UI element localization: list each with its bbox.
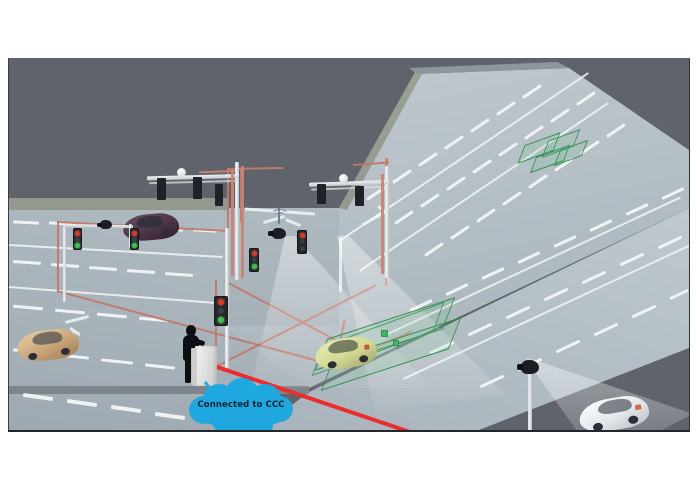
detection-zone-marker xyxy=(393,340,399,346)
detection-zones xyxy=(9,58,689,430)
lamp-red xyxy=(218,299,224,306)
lamp-amber xyxy=(251,257,257,263)
controller-cabinet-side xyxy=(191,348,197,386)
camera-center[interactable] xyxy=(272,228,286,239)
signal-box-gantry-north-1 xyxy=(157,178,166,200)
lamp-red xyxy=(251,250,257,256)
conduit-segment xyxy=(385,274,387,286)
conduit-riser-gantry-north xyxy=(241,166,244,278)
antenna xyxy=(269,206,289,224)
signal-assembly-northwest xyxy=(9,58,689,430)
signal-nw-far[interactable] xyxy=(130,228,139,250)
lamp-green xyxy=(75,242,80,248)
curb-south xyxy=(9,386,309,394)
signal-center-east[interactable] xyxy=(297,230,307,254)
lamp-amber xyxy=(132,236,137,242)
conduit-segment xyxy=(240,168,242,222)
antenna-wave xyxy=(271,209,289,223)
cloud-puff xyxy=(239,416,273,430)
lamp-amber xyxy=(218,307,224,314)
traffic-intersection-diagram: Connected to CCC xyxy=(8,58,690,432)
gantry-north-lamp xyxy=(177,168,186,177)
gantry-north-mast xyxy=(235,162,239,280)
antenna-tip xyxy=(278,207,280,212)
gantry-northeast-mast xyxy=(385,166,389,278)
camera-pole-east-post[interactable] xyxy=(528,370,532,430)
gantry-north-conduit xyxy=(231,170,234,276)
controller-cabinet[interactable] xyxy=(195,346,217,386)
signal-nw-near[interactable] xyxy=(73,228,82,250)
camera-pole-east-head[interactable] xyxy=(521,360,539,374)
gantry-northeast-lamp xyxy=(339,174,348,183)
camera-pole-east xyxy=(9,58,689,430)
cloud-callout-label: Connected to CCC xyxy=(197,400,285,410)
technician-head xyxy=(186,325,196,336)
camera-nw-lens xyxy=(97,223,102,227)
technician-and-cabinet xyxy=(9,58,689,430)
conduit-segment xyxy=(57,221,59,291)
signal-box-gantry-north-2 xyxy=(193,177,202,199)
conduit-segment xyxy=(227,168,229,280)
signal-box-gantry-ne-1 xyxy=(317,184,326,204)
camera-fov-cones xyxy=(9,58,689,430)
cloud-puff xyxy=(213,414,243,430)
camera-center-lens xyxy=(268,231,274,236)
gantry-north xyxy=(9,58,689,430)
signal-center-south[interactable] xyxy=(214,296,228,326)
lamp-green xyxy=(132,242,137,248)
lamp-red xyxy=(75,230,80,236)
lamp-green xyxy=(299,246,305,252)
detection-zone-marker xyxy=(381,330,388,337)
gantry-northeast-conduit xyxy=(381,174,384,274)
lamp-red xyxy=(132,230,137,236)
signal-nw-post xyxy=(63,224,66,302)
signal-center-west[interactable] xyxy=(249,248,259,272)
gantry-northeast xyxy=(9,58,689,430)
camera-pole-east-lens xyxy=(517,364,523,370)
lamp-amber xyxy=(75,236,80,242)
technician-leg xyxy=(185,359,191,383)
cloud-connection: Connected to CCC xyxy=(9,58,689,430)
signal-box-gantry-ne-2 xyxy=(355,186,364,206)
camera-nw[interactable] xyxy=(100,220,112,229)
lamp-green xyxy=(251,264,257,270)
cloud-callout[interactable]: Connected to CCC xyxy=(187,376,295,430)
center-signal-mast xyxy=(9,58,689,430)
lamp-red xyxy=(299,232,305,238)
lamp-amber xyxy=(299,239,305,245)
signal-box-gantry-north-3 xyxy=(215,184,223,206)
lamp-green xyxy=(218,316,224,323)
verge-northwest xyxy=(9,198,229,210)
